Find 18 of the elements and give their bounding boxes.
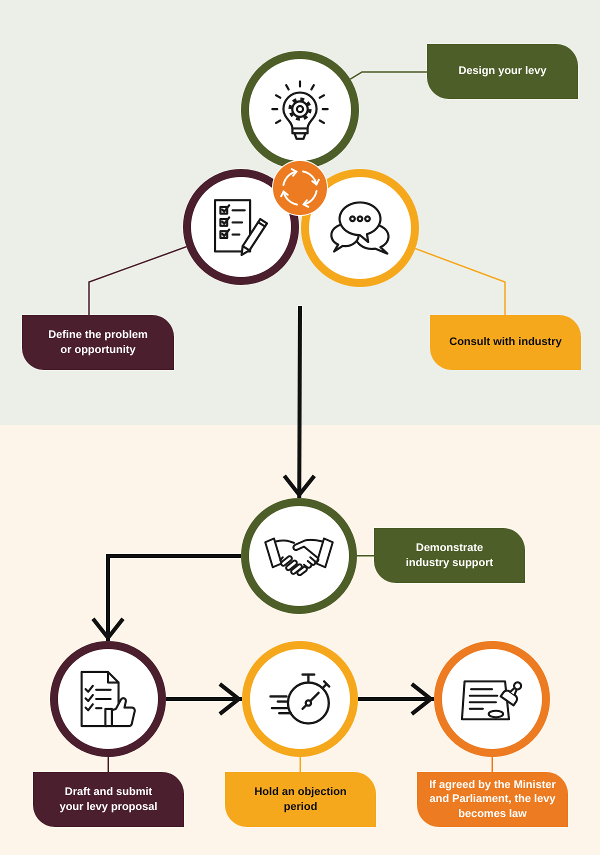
step-label: Define the problem or opportunity: [22, 315, 174, 370]
leader-line: [357, 555, 374, 557]
leader-line: [492, 757, 494, 772]
step-label: Draft and submit your levy proposal: [33, 772, 184, 827]
arrow: [91, 554, 241, 641]
step-label: Design your levy: [427, 44, 578, 99]
leader-line: [300, 757, 302, 772]
step-label: Consult with industry: [430, 315, 581, 370]
leader-line: [350, 71, 427, 80]
step-label: Demonstrate industry support: [374, 528, 525, 583]
arrow: [282, 306, 316, 498]
arrow: [358, 682, 434, 716]
leader-line: [88, 246, 187, 315]
step-label: Hold an objection period: [225, 772, 376, 827]
step-label: If agreed by the Minister and Parliament, the levy becomes law: [417, 772, 568, 827]
leader-line: [108, 757, 110, 772]
leader-line: [415, 248, 506, 315]
arrow: [166, 682, 242, 716]
